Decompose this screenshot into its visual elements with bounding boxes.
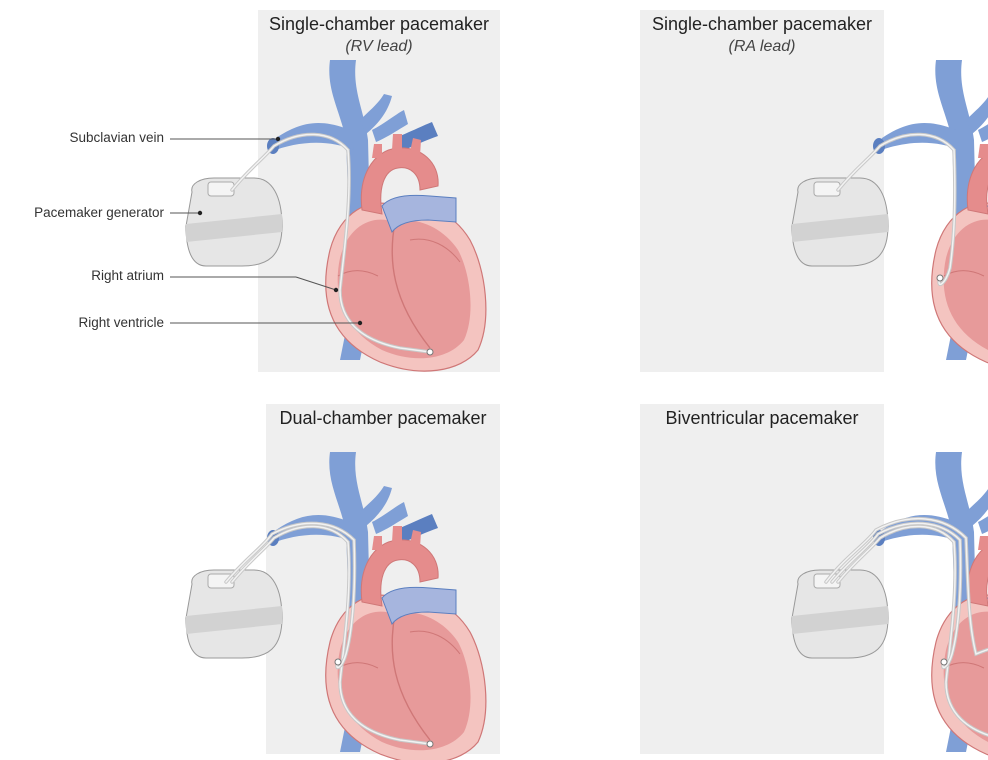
panel-title: Biventricular pacemaker	[665, 408, 859, 428]
septum-line	[391, 613, 431, 741]
jugular-branch	[360, 486, 392, 526]
ra-lead-core	[831, 522, 962, 669]
aortic-arch	[360, 147, 439, 215]
panel-biventricular: Biventricular pacemaker	[494, 380, 988, 760]
label-right-ventricle: Right ventricle	[78, 315, 164, 330]
brachiocephalic-branch	[978, 124, 988, 142]
label-pacemaker-generator: Pacemaker generator	[34, 205, 164, 220]
subclavian-vein	[270, 123, 354, 152]
aorta-branch-1	[978, 144, 988, 158]
panel-dual-chamber: Dual-chamber pacemaker	[0, 380, 500, 760]
panel-rv-lead: Single-chamber pacemaker (RV lead)	[0, 0, 500, 380]
aortic-arch	[966, 544, 988, 607]
ra-lead-tip	[940, 658, 948, 666]
heart-illustration-biv	[791, 452, 988, 756]
rv-lead-core	[837, 525, 988, 736]
brachiocephalic-branch	[978, 516, 988, 534]
heart-chambers	[943, 219, 988, 350]
ra-lead-tip	[936, 274, 944, 282]
panel-title: Single-chamber pacemaker	[268, 14, 490, 34]
label-right-atrium: Right atrium	[91, 268, 164, 283]
jugular-branch	[360, 94, 392, 134]
generator-header	[813, 181, 841, 197]
jugular-branch	[966, 97, 988, 134]
left-valve-line	[409, 238, 461, 263]
heart-chambers	[337, 611, 471, 751]
aorta-branch-1	[372, 144, 382, 158]
aorta-branch-3	[410, 138, 421, 156]
panel-title: Single-chamber pacemaker	[651, 14, 873, 34]
rv-lead-core	[231, 525, 431, 745]
panel-subtitle: (RV lead)	[345, 38, 413, 55]
heart-illustration-ra	[791, 60, 988, 364]
aorta-branch-2	[392, 134, 402, 150]
generator-band	[792, 214, 888, 242]
panel-subtitle: (RA lead)	[728, 38, 796, 55]
rv-lead-tip	[426, 348, 434, 356]
left-valve-line	[409, 630, 461, 655]
aorta-branch-2	[392, 526, 402, 542]
rv-lead-tip	[426, 740, 434, 748]
generator-header	[207, 181, 235, 197]
brachiocephalic-branch	[372, 502, 408, 534]
label-subclavian-vein: Subclavian vein	[69, 130, 164, 145]
aorta-branch-1	[372, 536, 382, 550]
jugular-branch	[966, 489, 988, 526]
generator-band	[186, 214, 282, 242]
heart-illustration-rv	[185, 60, 487, 372]
aorta-branch-1	[978, 536, 988, 550]
aortic-arch	[360, 539, 439, 607]
pulmonary-artery	[381, 194, 457, 234]
subclavian-vein	[876, 123, 960, 152]
brachiocephalic-branch	[372, 110, 408, 142]
panel-ra-lead: Single-chamber pacemaker (RA lead)	[494, 0, 988, 380]
septum-line	[391, 221, 431, 349]
panel-title: Dual-chamber pacemaker	[279, 408, 487, 428]
subclavian-vein	[270, 515, 354, 544]
left-vein-branch	[395, 122, 438, 150]
pulmonary-artery	[381, 586, 457, 626]
lv-lead-core	[825, 517, 988, 656]
left-vein-branch	[395, 514, 438, 542]
ra-lead-core	[837, 133, 956, 286]
ra-lead-core	[225, 522, 356, 669]
rv-lead-core	[231, 133, 431, 353]
generator-band	[792, 606, 888, 634]
aortic-arch	[966, 152, 988, 215]
generator-band	[186, 606, 282, 634]
heart-illustration-dual	[185, 452, 487, 760]
aorta-branch-3	[410, 530, 421, 548]
ra-lead-tip	[334, 658, 342, 666]
heart-chambers	[337, 219, 471, 359]
